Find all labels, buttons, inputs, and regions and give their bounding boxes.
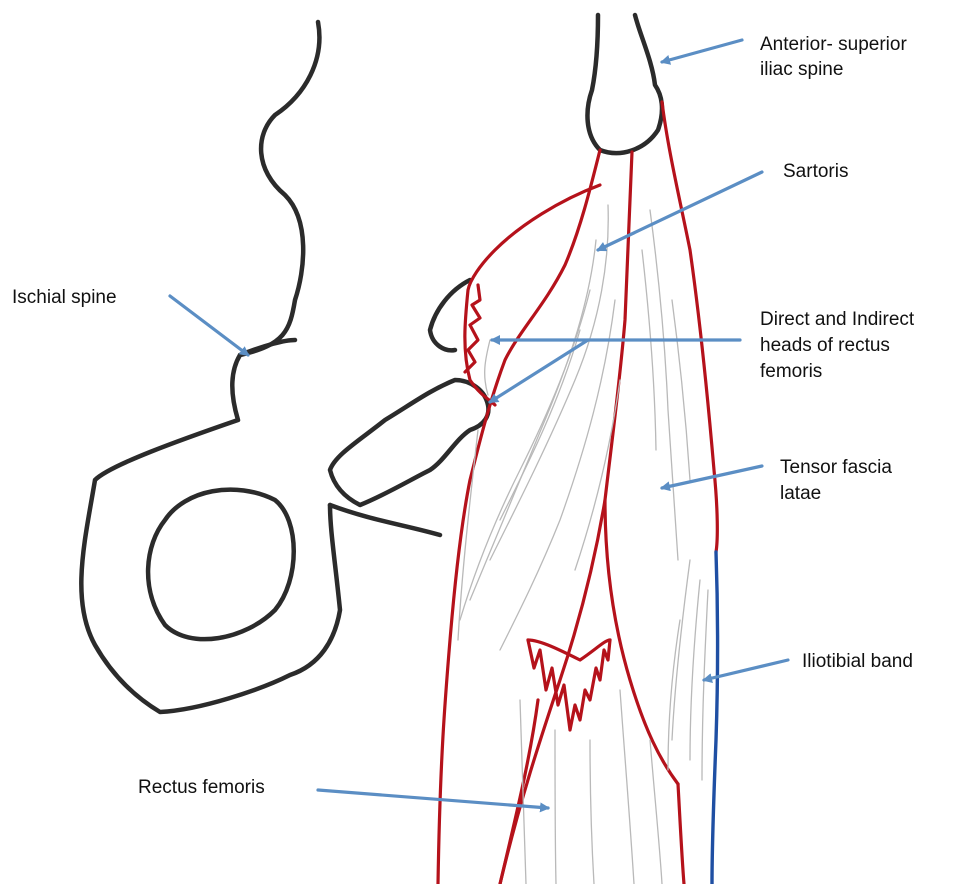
arrow-sartoris	[598, 172, 762, 250]
label-tfl-line1: Tensor fascia	[780, 456, 892, 480]
label-iliotibial-band: Iliotibial band	[802, 650, 913, 674]
label-asis-line2: iliac spine	[760, 58, 843, 82]
arrow-ischial-spine	[170, 296, 248, 355]
label-asis-line1: Anterior- superior	[760, 33, 907, 57]
label-rectus-femoris: Rectus femoris	[138, 776, 265, 800]
pelvis-outline	[81, 22, 340, 712]
label-sartoris: Sartoris	[783, 160, 848, 184]
label-heads-line2: heads of rectus	[760, 334, 890, 358]
iliotibial-band	[712, 552, 718, 884]
rectus-femoris-zigzag	[528, 640, 610, 730]
label-heads-line1: Direct and Indirect	[760, 308, 914, 332]
asis-outline	[587, 15, 662, 153]
label-heads-line3: femoris	[760, 360, 822, 384]
label-ischial-spine: Ischial spine	[12, 286, 117, 310]
label-tfl-line2: latae	[780, 482, 821, 506]
sartorius-outline	[438, 150, 632, 884]
arrow-indirect-head	[490, 340, 588, 402]
arrow-tensor-fascia-latae	[662, 466, 762, 488]
arrow-asis	[662, 40, 742, 62]
muscle-fibers	[458, 205, 708, 884]
arrow-rectus-femoris	[318, 790, 548, 808]
tensor-fascia-latae-outline	[605, 102, 717, 784]
